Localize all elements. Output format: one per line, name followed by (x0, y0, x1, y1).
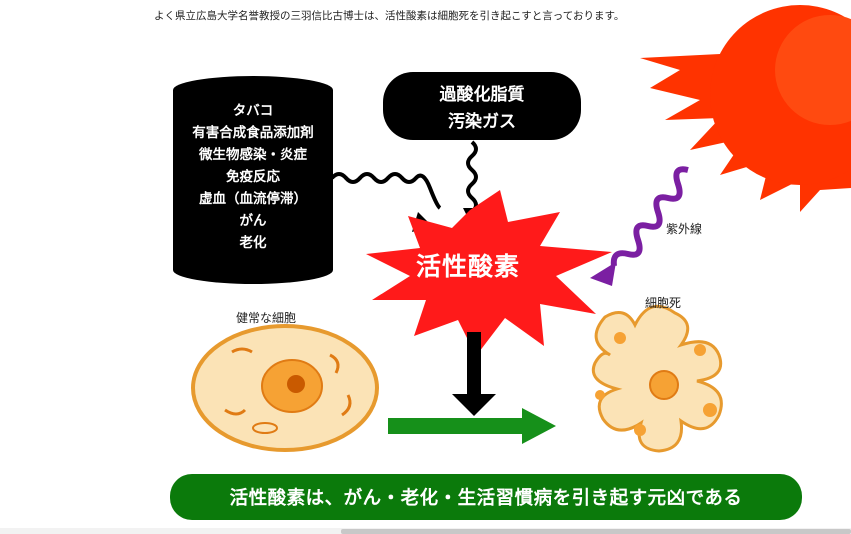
cause-item: 虚血（血流停滞） (199, 191, 307, 207)
uv-wave-arrow (590, 166, 689, 286)
healthy-cell-label: 健常な細胞 (236, 311, 297, 325)
intro-text: よく県立広島大学名誉教授の三羽信比古博士は、活性酸素は細胞死を引き起こすと言って… (154, 10, 625, 22)
active-oxygen-label: 活性酸素 (415, 252, 520, 281)
causes-cylinder (173, 76, 333, 284)
pollution-gas-label: 汚染ガス (448, 112, 516, 132)
cause-item: 老化 (239, 235, 267, 251)
cause-item: 微生物感染・炎症 (199, 147, 307, 163)
cell-death-label: 細胞死 (645, 296, 682, 310)
dead-cell (591, 304, 723, 453)
green-right-arrow (388, 408, 556, 444)
lipid-pollution-text: 過酸化脂質 汚染ガス (383, 82, 581, 136)
lipid-label: 過酸化脂質 (439, 85, 525, 105)
cause-item: 免疫反応 (226, 169, 280, 185)
lipid-pollution-box (383, 72, 581, 140)
cause-item: タバコ (232, 103, 274, 119)
sun-icon (640, 5, 851, 212)
scrollbar-thumb[interactable] (341, 529, 851, 534)
cause-item: 有害合成食品添加剤 (192, 125, 314, 141)
healthy-cell (191, 324, 379, 452)
active-oxygen-burst (366, 190, 612, 356)
bottom-banner (170, 474, 802, 520)
banner-text: 活性酸素は、がん・老化・生活習慣病を引き起す元凶である (229, 488, 743, 509)
uv-label: 紫外線 (666, 222, 703, 236)
down-arrow (452, 332, 496, 416)
cause-item: がん (239, 213, 267, 229)
causes-list: タバコ 有害合成食品添加剤 微生物感染・炎症 免疫反応 虚血（血流停滞） がん … (173, 100, 333, 254)
